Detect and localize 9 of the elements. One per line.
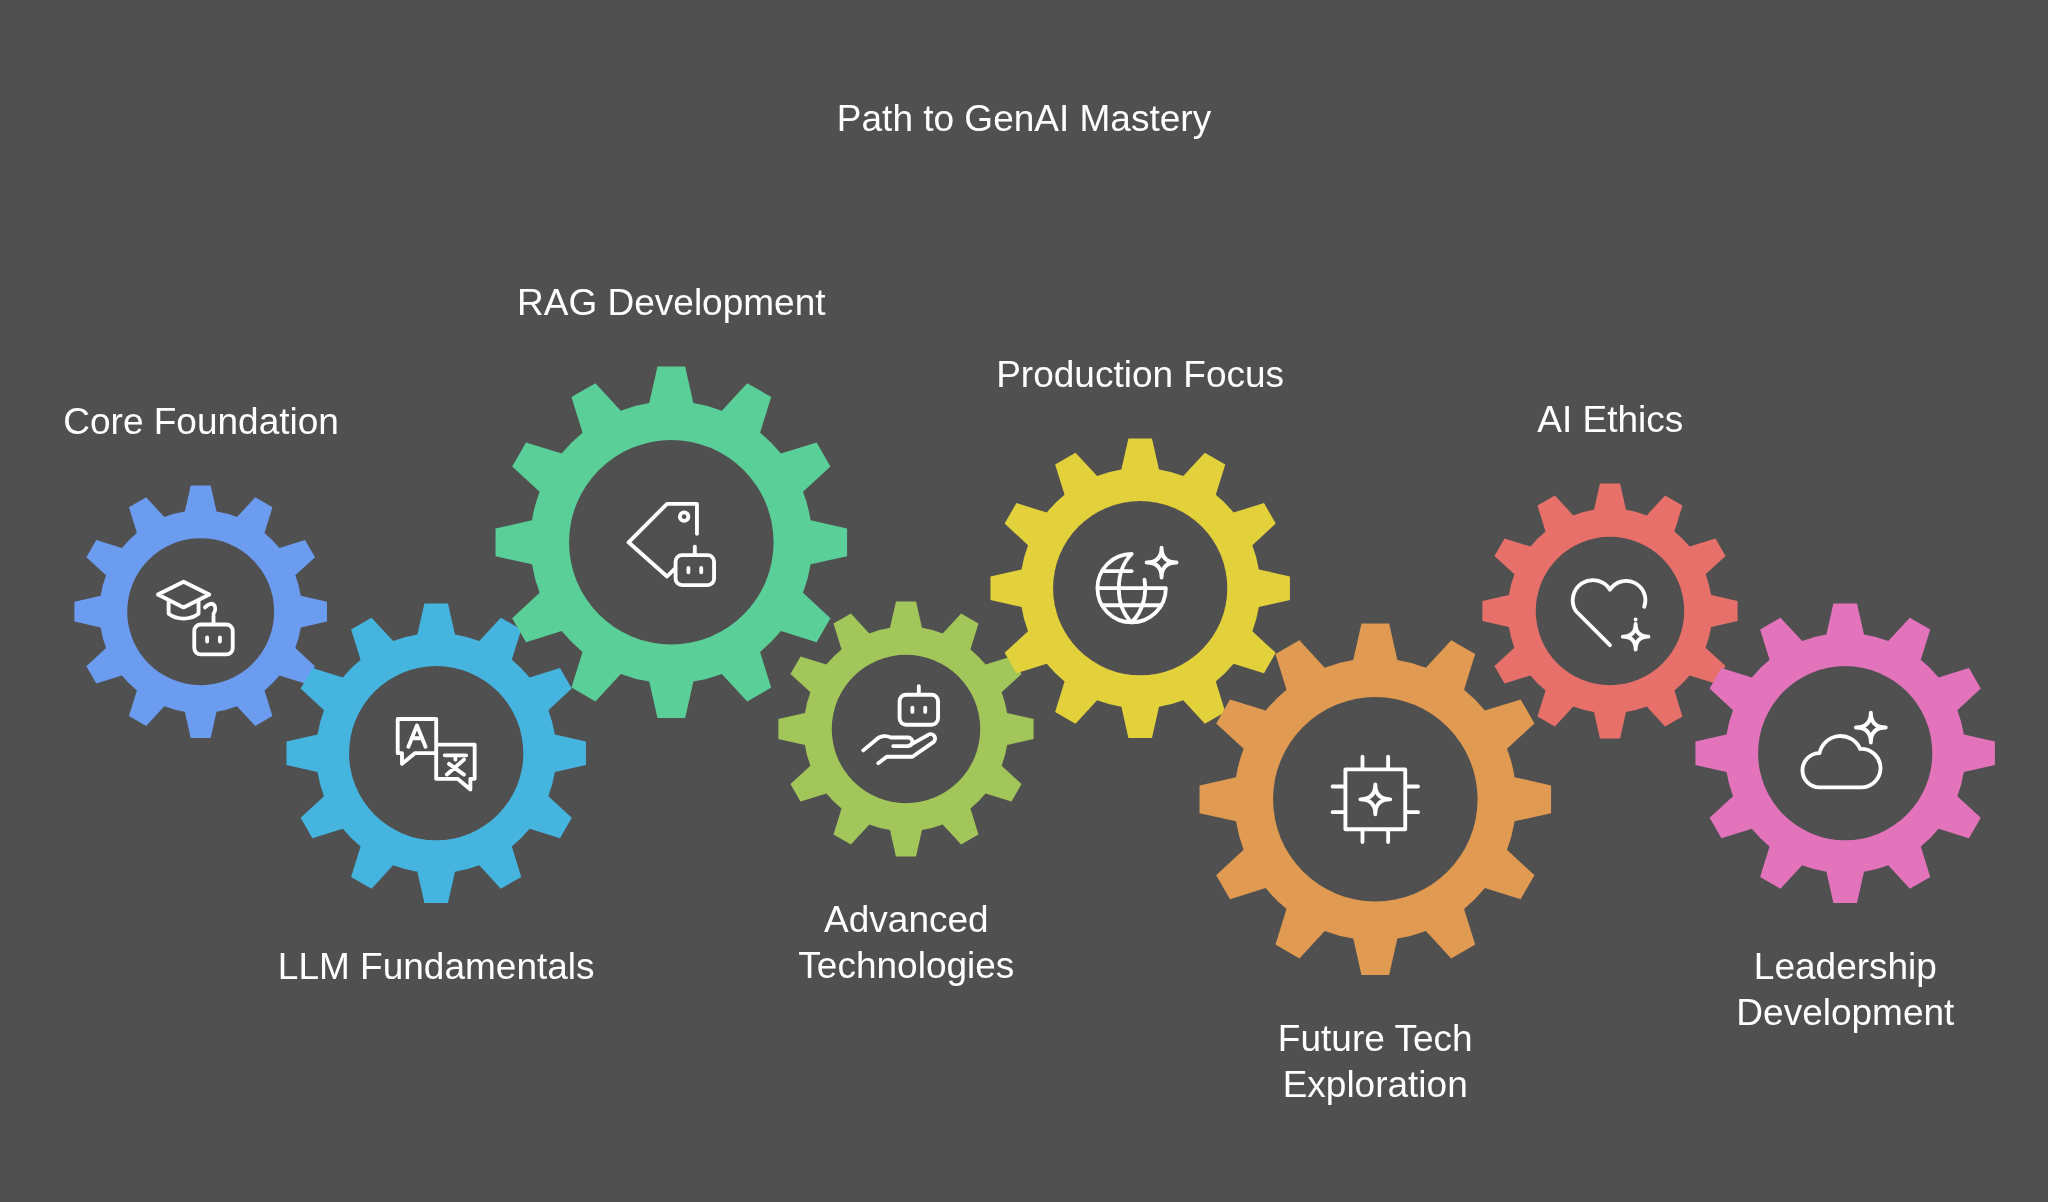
gear-label: Leadership Development [1735,944,1956,1035]
gear-label: Advanced Technologies [797,897,1016,988]
diagram-title: Path to GenAI Mastery [836,98,1212,140]
gear-label: Future Tech Exploration [1276,1016,1474,1107]
gear-label: Core Foundation [63,399,339,444]
gear-label: AI Ethics [1537,398,1684,443]
gear-label: Production Focus [996,352,1285,397]
gear-label: LLM Fundamentals [277,944,595,989]
gear-label: RAG Development [517,280,826,325]
